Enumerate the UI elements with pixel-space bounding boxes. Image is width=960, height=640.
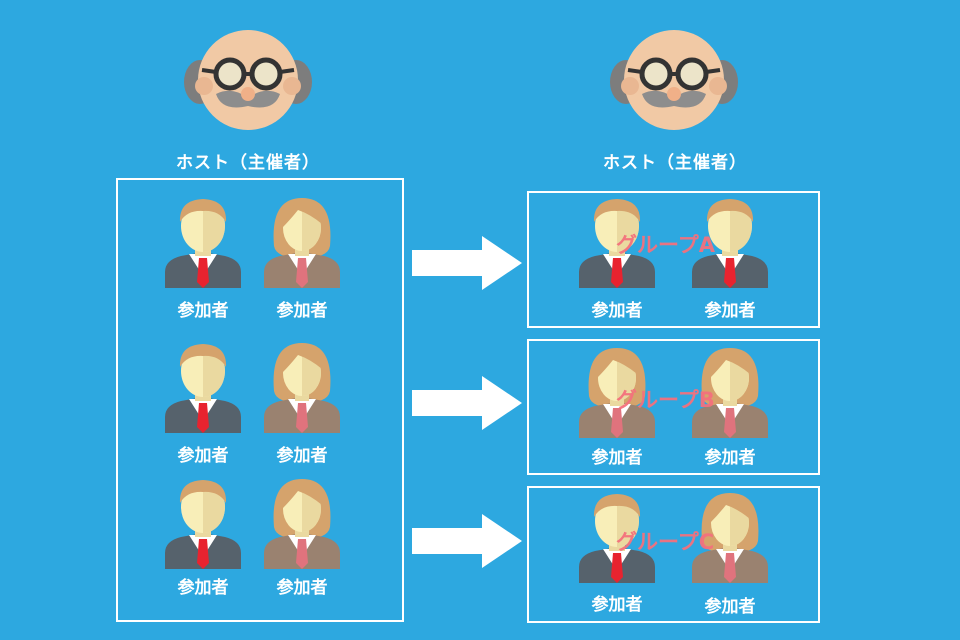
all-participants-box (116, 178, 404, 622)
male-participant-icon (163, 341, 243, 433)
host-label-right: ホスト（主催者） (603, 153, 747, 173)
host-label-left: ホスト（主催者） (176, 153, 320, 173)
participant-label: 参加者 (177, 446, 229, 466)
arrow-right-icon (412, 236, 524, 290)
group-label-a: グループA (616, 233, 715, 257)
participant-label: 参加者 (177, 578, 229, 598)
female-participant-icon (577, 346, 657, 438)
participant-label: 参加者 (704, 597, 756, 617)
arrow-right-icon (412, 514, 524, 568)
female-participant-icon (262, 477, 342, 569)
group-label-c: グループC (616, 530, 715, 554)
host-avatar-right (610, 28, 738, 132)
participant-label: 参加者 (591, 595, 643, 615)
arrow-right-icon (412, 376, 524, 430)
male-participant-icon (577, 196, 657, 288)
participant-label: 参加者 (276, 301, 328, 321)
male-participant-icon (577, 491, 657, 583)
group-c-box (527, 486, 820, 623)
participant-label: 参加者 (591, 301, 643, 321)
group-label-b: グループB (616, 388, 715, 412)
participant-label: 参加者 (276, 578, 328, 598)
female-participant-icon (690, 491, 770, 583)
male-participant-icon (690, 196, 770, 288)
participant-label: 参加者 (704, 301, 756, 321)
male-participant-icon (163, 477, 243, 569)
participant-label: 参加者 (177, 301, 229, 321)
group-b-box (527, 339, 820, 475)
male-participant-icon (163, 196, 243, 288)
participant-label: 参加者 (276, 446, 328, 466)
female-participant-icon (262, 341, 342, 433)
participant-label: 参加者 (591, 448, 643, 468)
host-avatar-left (184, 28, 312, 132)
group-a-box (527, 191, 820, 328)
female-participant-icon (690, 346, 770, 438)
participant-label: 参加者 (704, 448, 756, 468)
female-participant-icon (262, 196, 342, 288)
